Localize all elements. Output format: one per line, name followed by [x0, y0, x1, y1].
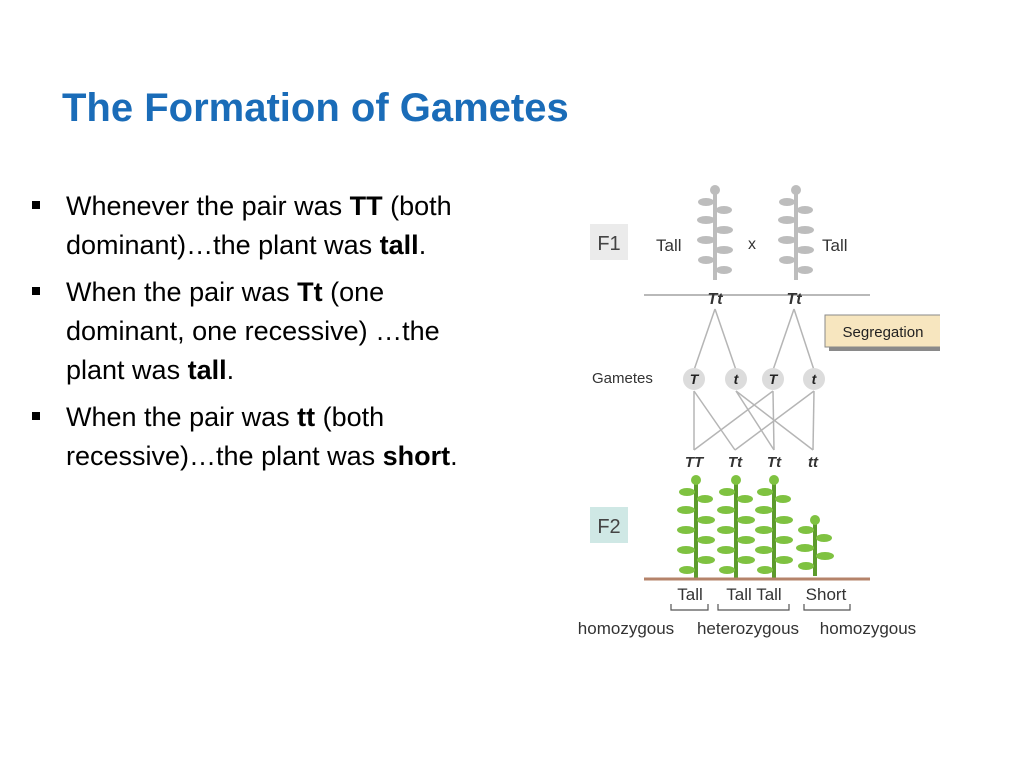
- f2-label-box: F2: [590, 507, 628, 543]
- gametes-label: Gametes: [592, 370, 653, 387]
- offspring-genotype: Tt: [767, 454, 782, 471]
- bullet-text: (both dominant)…the plant was: [66, 191, 452, 260]
- offspring-plant-short: [796, 515, 834, 576]
- svg-text:F2: F2: [597, 516, 620, 538]
- bullet-item: When the pair was tt (both recessive)…th…: [28, 398, 488, 476]
- svg-text:F1: F1: [597, 233, 620, 255]
- phenotype-label: Short: [806, 585, 847, 604]
- svg-text:T: T: [769, 371, 779, 387]
- parent-left-phenotype: Tall: [656, 236, 682, 255]
- svg-text:t: t: [734, 371, 740, 387]
- svg-text:T: T: [690, 371, 700, 387]
- fertilization-lines: [693, 390, 815, 451]
- bullet-item: When the pair was Tt (one dominant, one …: [28, 273, 488, 390]
- parent-plant-right: [778, 185, 814, 280]
- offspring-plant-tall: [755, 475, 793, 580]
- phenotype-label: Tall Tall: [726, 585, 781, 604]
- cross-symbol: x: [748, 236, 756, 253]
- bullet-list: Whenever the pair was TT (both dominant)…: [28, 187, 488, 484]
- square-bullet-icon: [32, 287, 40, 295]
- bullet-text: (one dominant, one recessive) …the plant…: [66, 277, 440, 385]
- offspring-plant-tall: [717, 475, 755, 580]
- zygosity-label: heterozygous: [697, 619, 799, 638]
- f1-label-box: F1: [590, 224, 628, 260]
- bullet-text: .: [418, 230, 427, 260]
- slide-title: The Formation of Gametes: [62, 86, 569, 130]
- square-bullet-icon: [32, 201, 40, 209]
- svg-text:t: t: [812, 371, 818, 387]
- genetic-cross-diagram: F1 Tall x Tall Tt Tt Segregation Gametes…: [578, 185, 940, 638]
- zygosity-label: homozygous: [820, 619, 916, 638]
- bullet-text: (both recessive)…the plant was: [66, 402, 385, 471]
- parent-genotype-right: Tt: [786, 291, 802, 308]
- bullet-text: .: [226, 355, 235, 385]
- gamete: t: [725, 368, 747, 390]
- offspring-genotype: Tt: [728, 454, 743, 471]
- svg-text:Segregation: Segregation: [843, 324, 924, 341]
- gamete: t: [803, 368, 825, 390]
- bullet-item: Whenever the pair was TT (both dominant)…: [28, 187, 488, 265]
- gamete: T: [762, 368, 784, 390]
- zygosity-label: homozygous: [578, 619, 674, 638]
- square-bullet-icon: [32, 412, 40, 420]
- bullet-bold: tall: [379, 230, 419, 260]
- offspring-genotype: TT: [685, 454, 705, 471]
- parent-right-phenotype: Tall: [822, 236, 848, 255]
- segregation-label: Segregation: [824, 314, 940, 351]
- phenotype-label: Tall: [677, 585, 703, 604]
- segregation-lines: [693, 308, 815, 371]
- bullet-bold: TT: [349, 191, 383, 221]
- bullet-text: When the pair was: [66, 402, 298, 432]
- bullet-bold: tall: [187, 355, 227, 385]
- bullet-text: .: [450, 441, 458, 471]
- offspring-genotype: tt: [808, 454, 819, 471]
- bullet-text: When the pair was: [66, 277, 298, 307]
- bullet-bold: Tt: [297, 277, 323, 307]
- zygosity-brackets: [670, 604, 851, 611]
- bullet-bold: short: [382, 441, 451, 471]
- parent-genotype-left: Tt: [707, 291, 723, 308]
- parent-plant-left: [697, 185, 733, 280]
- gamete: T: [683, 368, 705, 390]
- bullet-bold: tt: [297, 402, 316, 432]
- bullet-text: Whenever the pair was: [66, 191, 350, 221]
- offspring-plant-tall: [677, 475, 715, 580]
